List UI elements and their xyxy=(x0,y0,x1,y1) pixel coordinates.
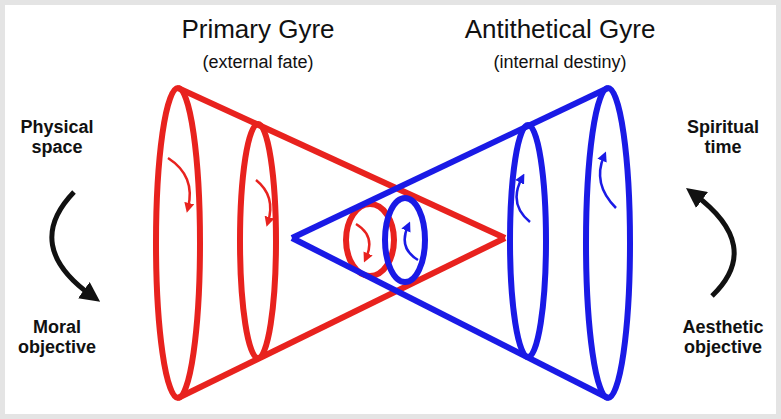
cone-ring xyxy=(240,124,276,358)
rotation-arrow xyxy=(168,158,190,208)
side-label: Moral objective xyxy=(10,317,104,357)
rotation-arrows xyxy=(405,156,616,260)
rotation-arrows xyxy=(168,158,369,258)
gyre-subtitle: (external fate) xyxy=(158,52,358,72)
curved-arrow xyxy=(694,194,734,296)
rotation-arrow xyxy=(405,226,418,260)
cone-ring xyxy=(385,198,425,282)
gyre-subtitle: (internal destiny) xyxy=(460,52,660,72)
side-label: Spiritual time xyxy=(675,117,771,157)
cone-edge xyxy=(292,238,608,398)
cone-base xyxy=(156,88,200,398)
antithetical-cone xyxy=(292,88,630,398)
cone-edge xyxy=(292,88,608,238)
cone-base xyxy=(586,88,630,398)
rotation-arrow xyxy=(600,156,616,208)
cone-ring xyxy=(510,125,546,357)
side-arrows xyxy=(52,192,734,296)
diagram-ground: Primary Gyre (external fate) Antithetical … xyxy=(5,5,776,414)
primary-cone xyxy=(156,88,505,398)
gyre-title: Primary Gyre xyxy=(143,15,373,44)
gyre-illustration xyxy=(5,5,776,414)
rotation-arrow xyxy=(356,224,369,258)
side-label: Physical space xyxy=(10,117,104,157)
curved-arrow xyxy=(52,192,92,296)
side-label: Aesthetic objective xyxy=(675,317,771,357)
rotation-arrow xyxy=(256,180,270,222)
gyre-title: Antithetical Gyre xyxy=(435,15,685,44)
rotation-arrow xyxy=(517,178,530,222)
